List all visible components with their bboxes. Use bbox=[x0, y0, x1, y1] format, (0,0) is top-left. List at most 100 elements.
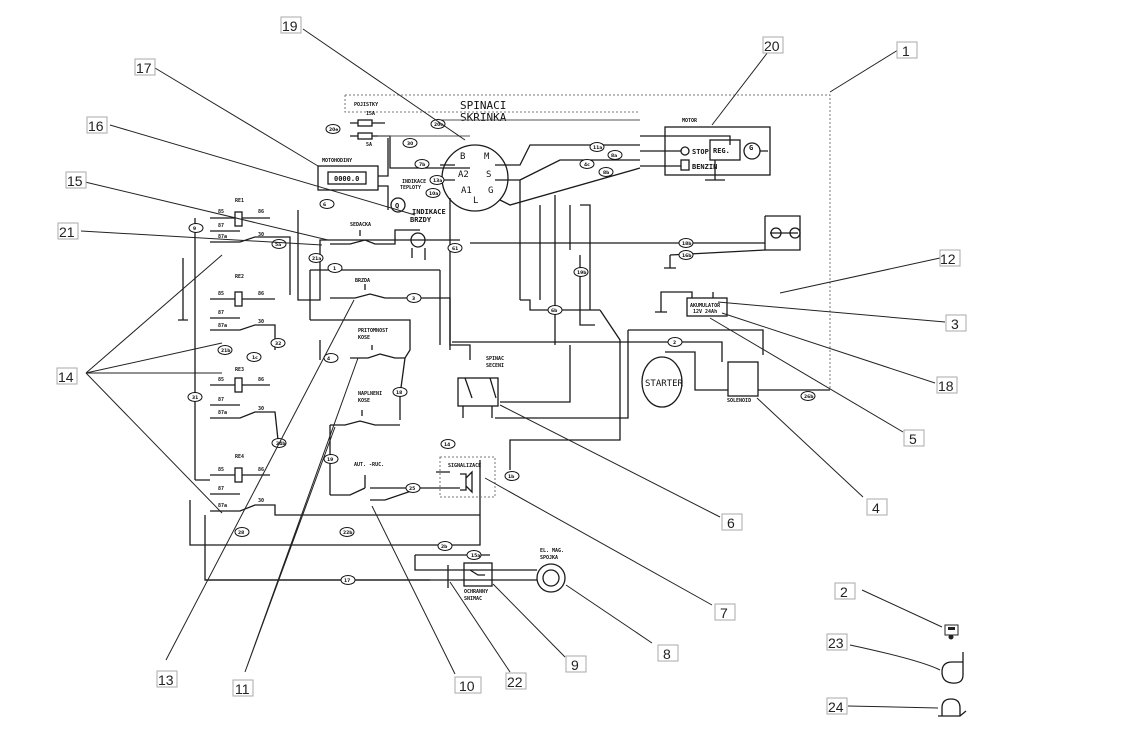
solenoid bbox=[727, 361, 759, 397]
svg-text:28: 28 bbox=[238, 530, 244, 536]
callout-label: 10 bbox=[459, 678, 475, 694]
mower-switch-label-1: SPINAC bbox=[486, 356, 504, 362]
svg-text:20c: 20c bbox=[434, 122, 443, 128]
relay-re3-label: RE3 bbox=[235, 367, 244, 373]
terminal-l: L bbox=[473, 196, 478, 206]
callout-label: 2 bbox=[840, 584, 848, 600]
callout-label: 13 bbox=[158, 672, 174, 688]
svg-text:24b: 24b bbox=[276, 441, 286, 447]
signaling-box bbox=[439, 456, 496, 498]
svg-text:2b: 2b bbox=[441, 544, 448, 550]
svg-text:13a: 13a bbox=[433, 178, 442, 184]
callout-9: 9 bbox=[492, 583, 587, 673]
wire-tag: 26b bbox=[800, 391, 816, 401]
callout-label: 22 bbox=[507, 674, 523, 690]
wire-tag: 16b bbox=[678, 250, 694, 260]
callout-label: 17 bbox=[136, 60, 152, 76]
wire-tag: 2b bbox=[437, 541, 453, 551]
fuse-5a-label: 5A bbox=[366, 142, 372, 148]
callout-2: 2 bbox=[834, 582, 943, 628]
wire-tag: 32 bbox=[270, 338, 286, 348]
svg-text:87a: 87a bbox=[218, 234, 227, 240]
callout-label: 7 bbox=[720, 605, 728, 621]
fuse-box-label: POJISTKY bbox=[354, 102, 378, 108]
wire-tag: 8b bbox=[598, 167, 614, 177]
callout-label: 6 bbox=[727, 515, 735, 531]
callout-7: 7 bbox=[484, 477, 736, 621]
hour-meter-reading: 0000.0 bbox=[334, 175, 359, 183]
connector-icon bbox=[944, 624, 959, 640]
temp-indicator-label-2: TEPLOTY bbox=[400, 185, 421, 191]
svg-text:86: 86 bbox=[258, 377, 264, 383]
svg-text:18: 18 bbox=[396, 390, 402, 396]
starter-label: STARTER bbox=[645, 379, 684, 389]
seat-switch-label: SEDACKA bbox=[350, 222, 371, 228]
callout-label: 12 bbox=[940, 251, 956, 267]
wire-tag: 9 bbox=[188, 223, 204, 233]
mower-fill-label-2: KOSE bbox=[358, 398, 370, 404]
brake-indicator-bulb bbox=[410, 232, 426, 248]
wire-tag: 21a bbox=[308, 253, 324, 263]
callout-1: 1 bbox=[829, 41, 918, 93]
terminal-m: M bbox=[484, 152, 490, 162]
wire-tag: 13a bbox=[429, 175, 445, 185]
callout-24: 24 bbox=[826, 697, 939, 715]
callout-20: 20 bbox=[711, 36, 784, 126]
wire-tag: 4 bbox=[323, 353, 339, 363]
clutch-label-1: EL. MAG. bbox=[540, 548, 564, 554]
svg-text:61: 61 bbox=[452, 246, 458, 252]
svg-text:87a: 87a bbox=[218, 410, 227, 416]
svg-text:18b: 18b bbox=[682, 241, 692, 247]
cable-tie-icon bbox=[941, 652, 964, 684]
wire-tag: 4c bbox=[579, 159, 595, 169]
svg-text:20e: 20e bbox=[329, 127, 338, 133]
callout-8: 8 bbox=[565, 584, 679, 662]
callout-label: 4 bbox=[872, 500, 880, 516]
svg-text:2: 2 bbox=[673, 340, 676, 346]
svg-text:14: 14 bbox=[444, 442, 450, 448]
solenoid-label: SOLENOID bbox=[727, 398, 751, 404]
relay-re1-label: RE1 bbox=[235, 198, 244, 204]
callout-label: 21 bbox=[59, 224, 75, 240]
clip-icon bbox=[938, 698, 967, 717]
wire-tag: 21b bbox=[217, 345, 233, 355]
callout-16: 16 bbox=[86, 116, 416, 216]
callout-label: 3 bbox=[951, 316, 959, 332]
svg-text:86: 86 bbox=[258, 209, 264, 215]
svg-text:85: 85 bbox=[218, 291, 224, 297]
wire-tag: 11a bbox=[589, 142, 605, 152]
callout-6: 6 bbox=[499, 404, 743, 531]
svg-text:30: 30 bbox=[407, 141, 413, 147]
battery-label-1: AKUMULATOR bbox=[690, 303, 721, 309]
callout-10: 10 bbox=[371, 505, 482, 694]
callout-5: 5 bbox=[709, 317, 925, 447]
regulator-label: REG. bbox=[713, 147, 730, 155]
wire-tag: 17 bbox=[340, 575, 356, 585]
mower-fill-label-1: NAPLNENI bbox=[358, 391, 382, 397]
svg-text:5a: 5a bbox=[275, 242, 281, 248]
callout-label: 5 bbox=[909, 431, 917, 447]
callout-label: 16 bbox=[88, 118, 104, 134]
svg-text:86: 86 bbox=[258, 467, 264, 473]
engine-fuel-label: BENZIN bbox=[692, 163, 717, 171]
svg-text:3: 3 bbox=[412, 296, 415, 302]
callout-label: 20 bbox=[764, 38, 780, 54]
svg-text:32: 32 bbox=[275, 341, 281, 347]
battery bbox=[686, 297, 728, 317]
callout-label: 9 bbox=[571, 657, 579, 673]
wire-tag: 1 bbox=[327, 263, 343, 273]
fuse-5a bbox=[357, 132, 373, 140]
svg-text:86: 86 bbox=[258, 291, 264, 297]
svg-text:30: 30 bbox=[258, 319, 264, 325]
svg-text:21b: 21b bbox=[221, 348, 231, 354]
harness-outline bbox=[344, 94, 831, 390]
engine-box: MOTOR STOP BENZIN REG. G bbox=[640, 118, 771, 181]
terminal-b: B bbox=[460, 152, 465, 162]
mower-switch-box bbox=[457, 377, 499, 407]
callout-label: 11 bbox=[235, 681, 250, 697]
headlights bbox=[470, 215, 801, 269]
callout-label: 1 bbox=[902, 43, 910, 59]
terminal-s: S bbox=[486, 170, 491, 180]
terminal-g: G bbox=[488, 186, 493, 196]
